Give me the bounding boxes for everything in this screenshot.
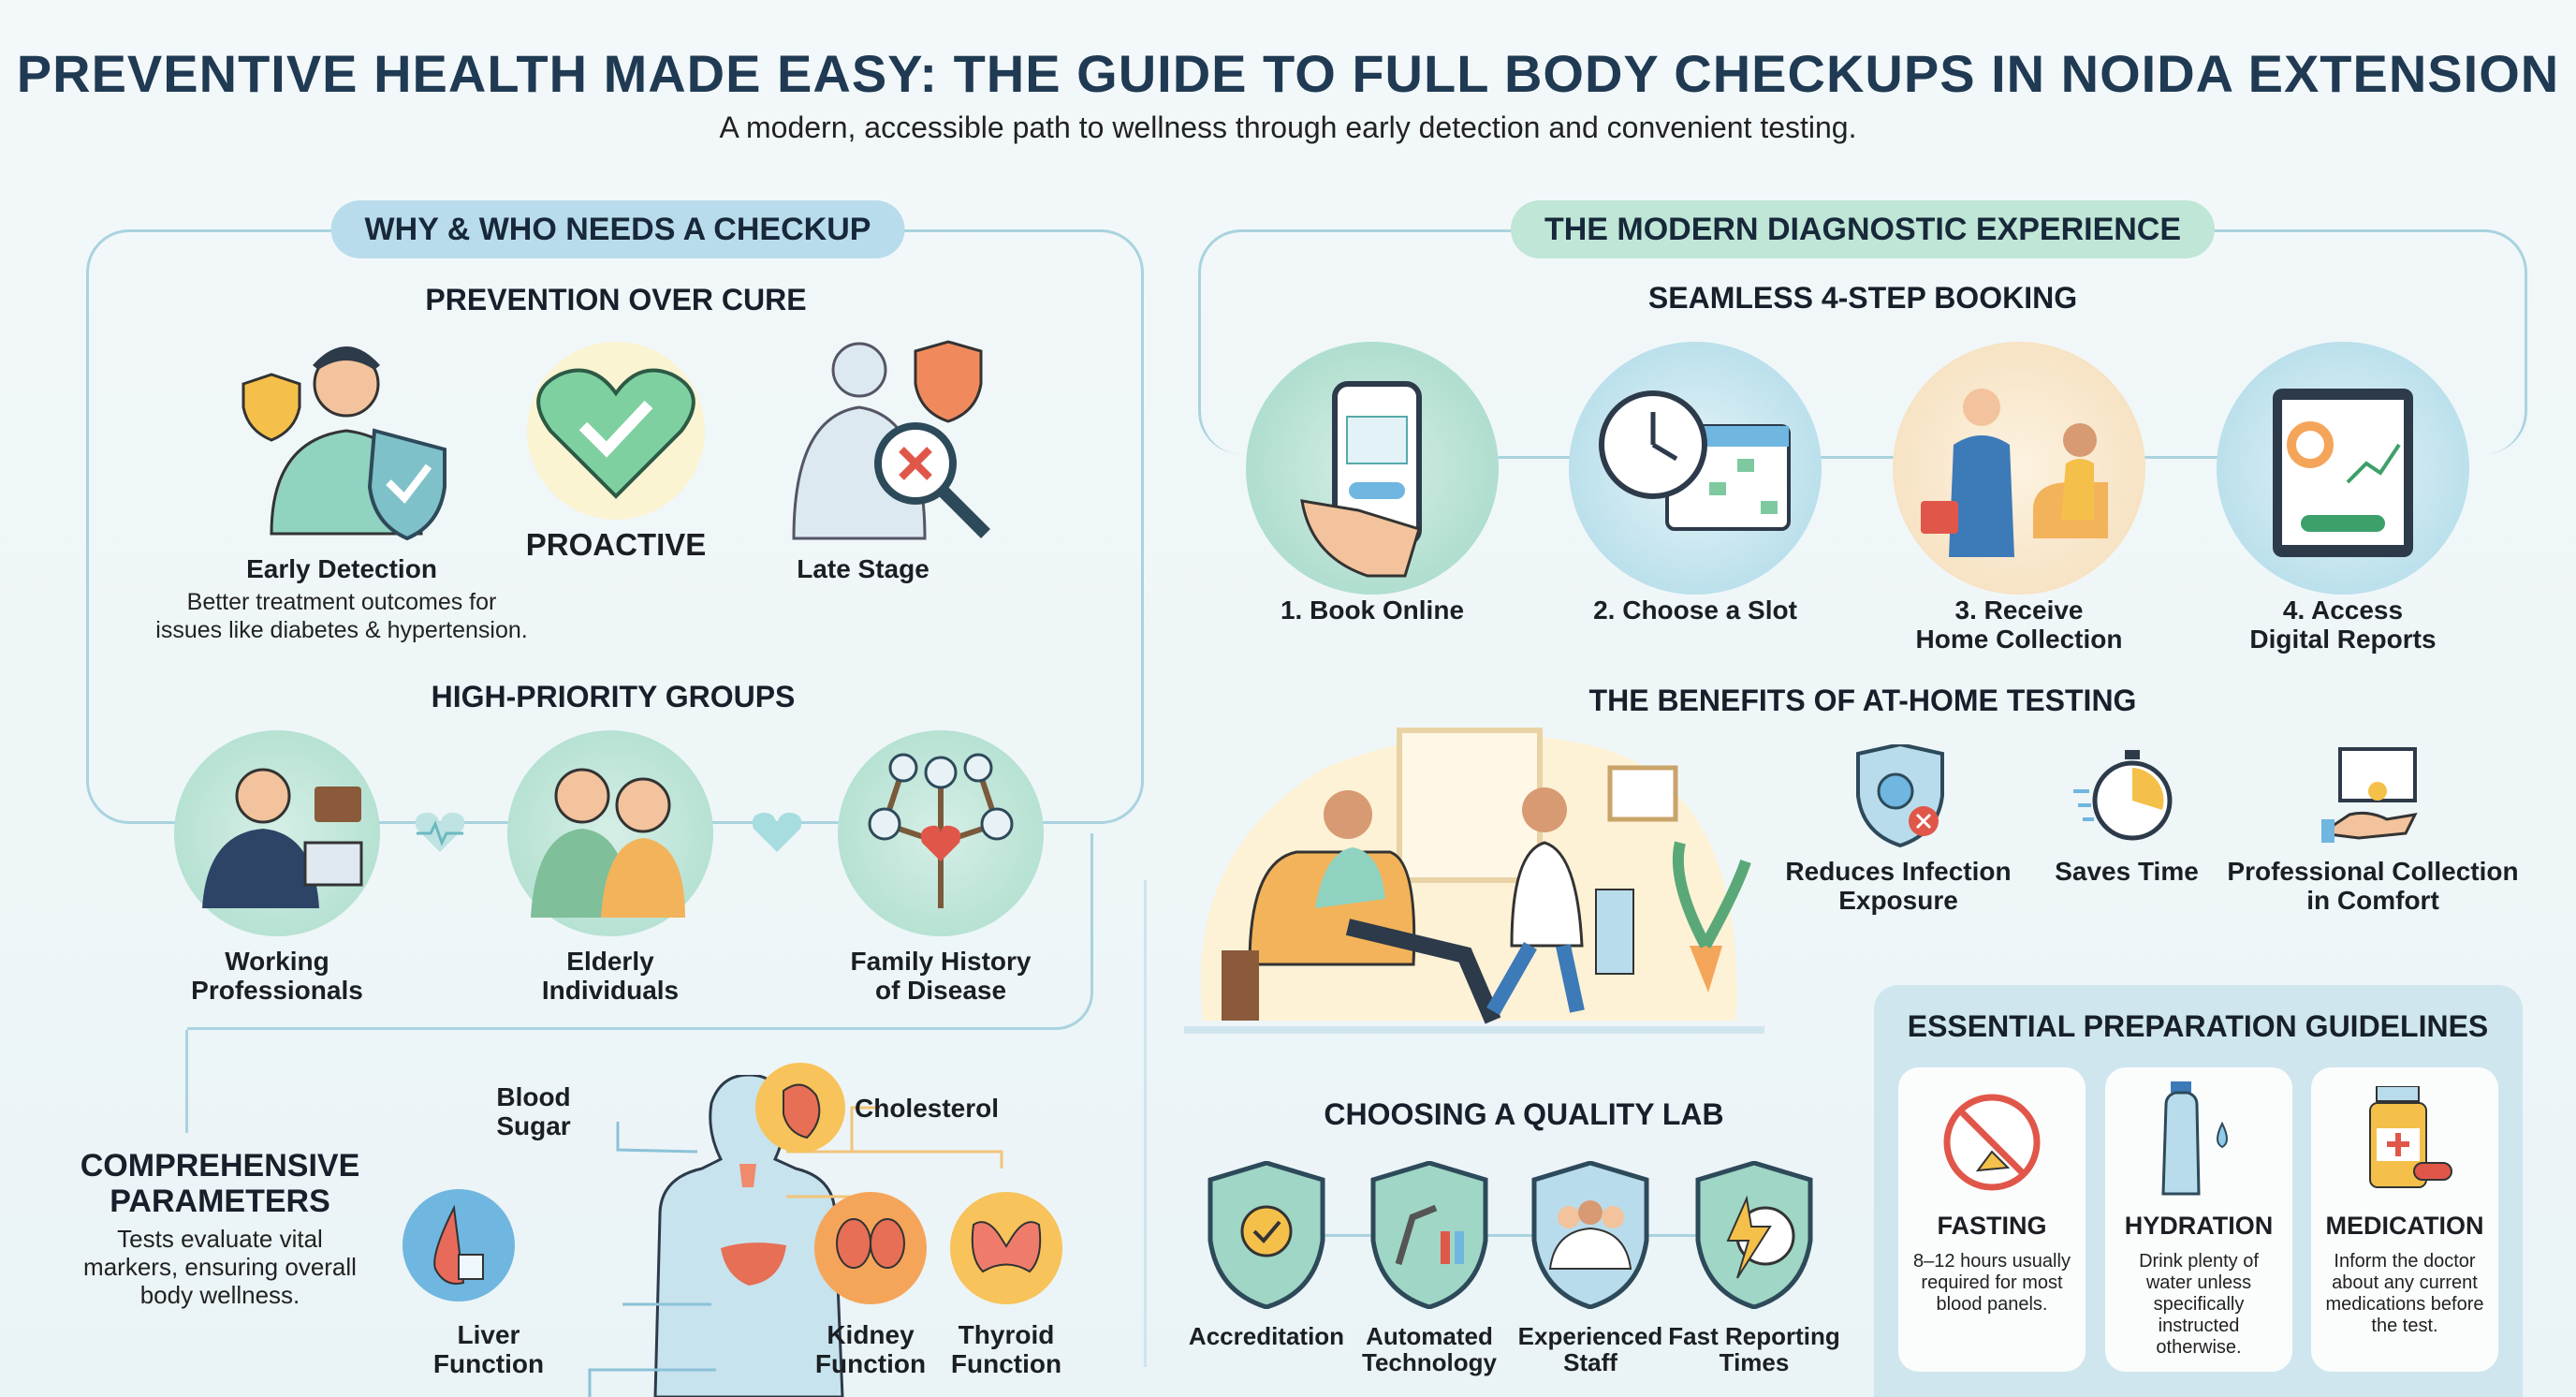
prep-card-fasting: FASTING 8–12 hours usually required for … [1898, 1067, 2086, 1372]
choose-slot-calendar-icon [1569, 342, 1822, 595]
prep-card-hydration: HYDRATION Drink plenty of water unless s… [2105, 1067, 2292, 1372]
no-food-clock-icon [1940, 1091, 2043, 1194]
family-history-icon [838, 730, 1044, 936]
late-stage-label: Late Stage [797, 554, 929, 583]
benefit-3-label-2: in Comfort [2306, 886, 2439, 915]
prep-card-medication: MEDICATION Inform the doctor about any c… [2311, 1067, 2498, 1372]
parameters-desc-1: Tests evaluate vital [117, 1225, 323, 1253]
booking-heading: SEAMLESS 4-STEP BOOKING [1647, 281, 2078, 315]
groups-frame [187, 833, 1093, 1030]
blood-sugar-label-1: Blood [496, 1082, 571, 1111]
lab-1-label: Accreditation [1188, 1322, 1345, 1350]
lab-3-label-1: Experienced [1517, 1322, 1663, 1350]
group-label-3b: of Disease [874, 976, 1007, 1005]
thyroid-icon [950, 1192, 1062, 1304]
kidney-label-2: Function [814, 1349, 927, 1378]
elderly-individuals-icon [507, 730, 713, 936]
working-professional-icon [174, 730, 380, 936]
cholesterol-label: Cholesterol [855, 1094, 1000, 1123]
fast-reporting-shield-icon [1690, 1161, 1818, 1309]
lab-3-label-2: Staff [1563, 1348, 1617, 1376]
prep-desc-medication: Inform the doctor about any current medi… [2325, 1251, 2484, 1336]
lab-2-label-2: Technology [1362, 1348, 1497, 1376]
cholesterol-heart-icon [755, 1063, 845, 1153]
preparation-heading: ESSENTIAL PREPARATION GUIDELINES [1907, 1009, 2489, 1043]
medicine-bottle-icon [2353, 1086, 2456, 1194]
blood-sugar-label-2: Sugar [496, 1111, 571, 1140]
late-stage-icon [756, 332, 1000, 548]
accreditation-shield-icon [1203, 1161, 1330, 1309]
preparation-panel: ESSENTIAL PREPARATION GUIDELINES FASTING… [1874, 985, 2523, 1397]
group-label-2b: Individuals [541, 976, 680, 1005]
home-testing-illustration [1184, 712, 1764, 1049]
early-detection-label: Early Detection [246, 554, 437, 583]
step-2-label: 2. Choose a Slot [1593, 596, 1797, 625]
heart-icon [749, 810, 805, 857]
benefit-3-label-1: Professional Collection [2227, 857, 2519, 886]
step-4-label-1: 4. Access [2282, 596, 2404, 625]
group-label-1b: Professionals [191, 976, 363, 1005]
kidney-icon [814, 1192, 927, 1304]
parameters-desc-3: body wellness. [139, 1281, 300, 1309]
prevention-heading: PREVENTION OVER CURE [425, 283, 807, 316]
early-detection-icon [234, 328, 459, 543]
section-pill-why-who: WHY & WHO NEEDS A CHECKUP [330, 200, 905, 258]
stopwatch-icon [2069, 744, 2181, 847]
step-1-label: 1. Book Online [1280, 596, 1465, 625]
lab-4-label-2: Times [1719, 1348, 1790, 1376]
benefit-1-label-2: Exposure [1838, 886, 1958, 915]
liver-label-1: Liver [457, 1320, 520, 1349]
home-collection-icon [1893, 342, 2145, 595]
lab-2-label-1: Automated [1366, 1322, 1493, 1350]
prep-title-hydration: HYDRATION [2124, 1212, 2274, 1240]
proactive-heart-icon [513, 337, 719, 524]
kidney-label-1: Kidney [827, 1320, 915, 1349]
digital-reports-tablet-icon [2217, 342, 2469, 595]
lab-connector [1266, 1234, 1754, 1237]
section-pill-diagnostic: THE MODERN DIAGNOSTIC EXPERIENCE [1510, 200, 2216, 258]
parameters-heading-2: PARAMETERS [110, 1184, 330, 1219]
benefit-2-label: Saves Time [2055, 857, 2199, 886]
benefit-1-label-1: Reduces Infection [1785, 857, 2012, 886]
right-vertical-connector [1144, 880, 1147, 1367]
early-detection-desc-1: Better treatment outcomes for [186, 589, 497, 615]
prep-title-medication: MEDICATION [2325, 1212, 2484, 1240]
reduces-infection-icon [1849, 744, 1952, 847]
benefits-heading: THE BENEFITS OF AT-HOME TESTING [1588, 684, 2137, 717]
early-detection-desc-2: issues like diabetes & hypertension. [155, 617, 528, 643]
lab-4-label-1: Fast Reporting [1668, 1322, 1840, 1350]
booking-connector [1372, 456, 2343, 459]
parameters-desc-2: markers, ensuring overall [83, 1253, 357, 1281]
group-label-2a: Elderly [566, 947, 654, 976]
parameters-heading-1: COMPREHENSIVE [80, 1148, 360, 1184]
book-online-phone-icon [1246, 342, 1499, 595]
page-subtitle: A modern, accessible path to wellness th… [719, 110, 1857, 144]
step-3-label-2: Home Collection [1915, 625, 2123, 654]
liver-label-2: Function [432, 1349, 545, 1378]
automated-technology-shield-icon [1366, 1161, 1493, 1309]
experienced-staff-shield-icon [1527, 1161, 1654, 1309]
proactive-label: PROACTIVE [525, 527, 707, 562]
thyroid-label-1: Thyroid [958, 1320, 1055, 1349]
step-4-label-2: Digital Reports [2249, 625, 2437, 654]
heartbeat-icon [412, 810, 468, 857]
water-bottle-icon [2152, 1081, 2246, 1198]
step-3-label-1: 3. Receive [1954, 596, 2084, 625]
group-label-1a: Working [225, 947, 329, 976]
prep-desc-hydration: Drink plenty of water unless specificall… [2139, 1251, 2259, 1358]
prep-title-fasting: FASTING [1937, 1212, 2047, 1240]
professional-collection-icon [2321, 744, 2424, 847]
thyroid-label-2: Function [950, 1349, 1062, 1378]
blood-sugar-icon [402, 1189, 515, 1301]
group-label-3a: Family History [850, 947, 1032, 976]
groups-heading: HIGH-PRIORITY GROUPS [431, 680, 796, 713]
lab-heading: CHOOSING A QUALITY LAB [1324, 1097, 1724, 1131]
prep-desc-fasting: 8–12 hours usually required for most blo… [1913, 1251, 2071, 1315]
parameters-connector [185, 1030, 188, 1133]
page-title: PREVENTIVE HEALTH MADE EASY: THE GUIDE T… [16, 44, 2560, 103]
